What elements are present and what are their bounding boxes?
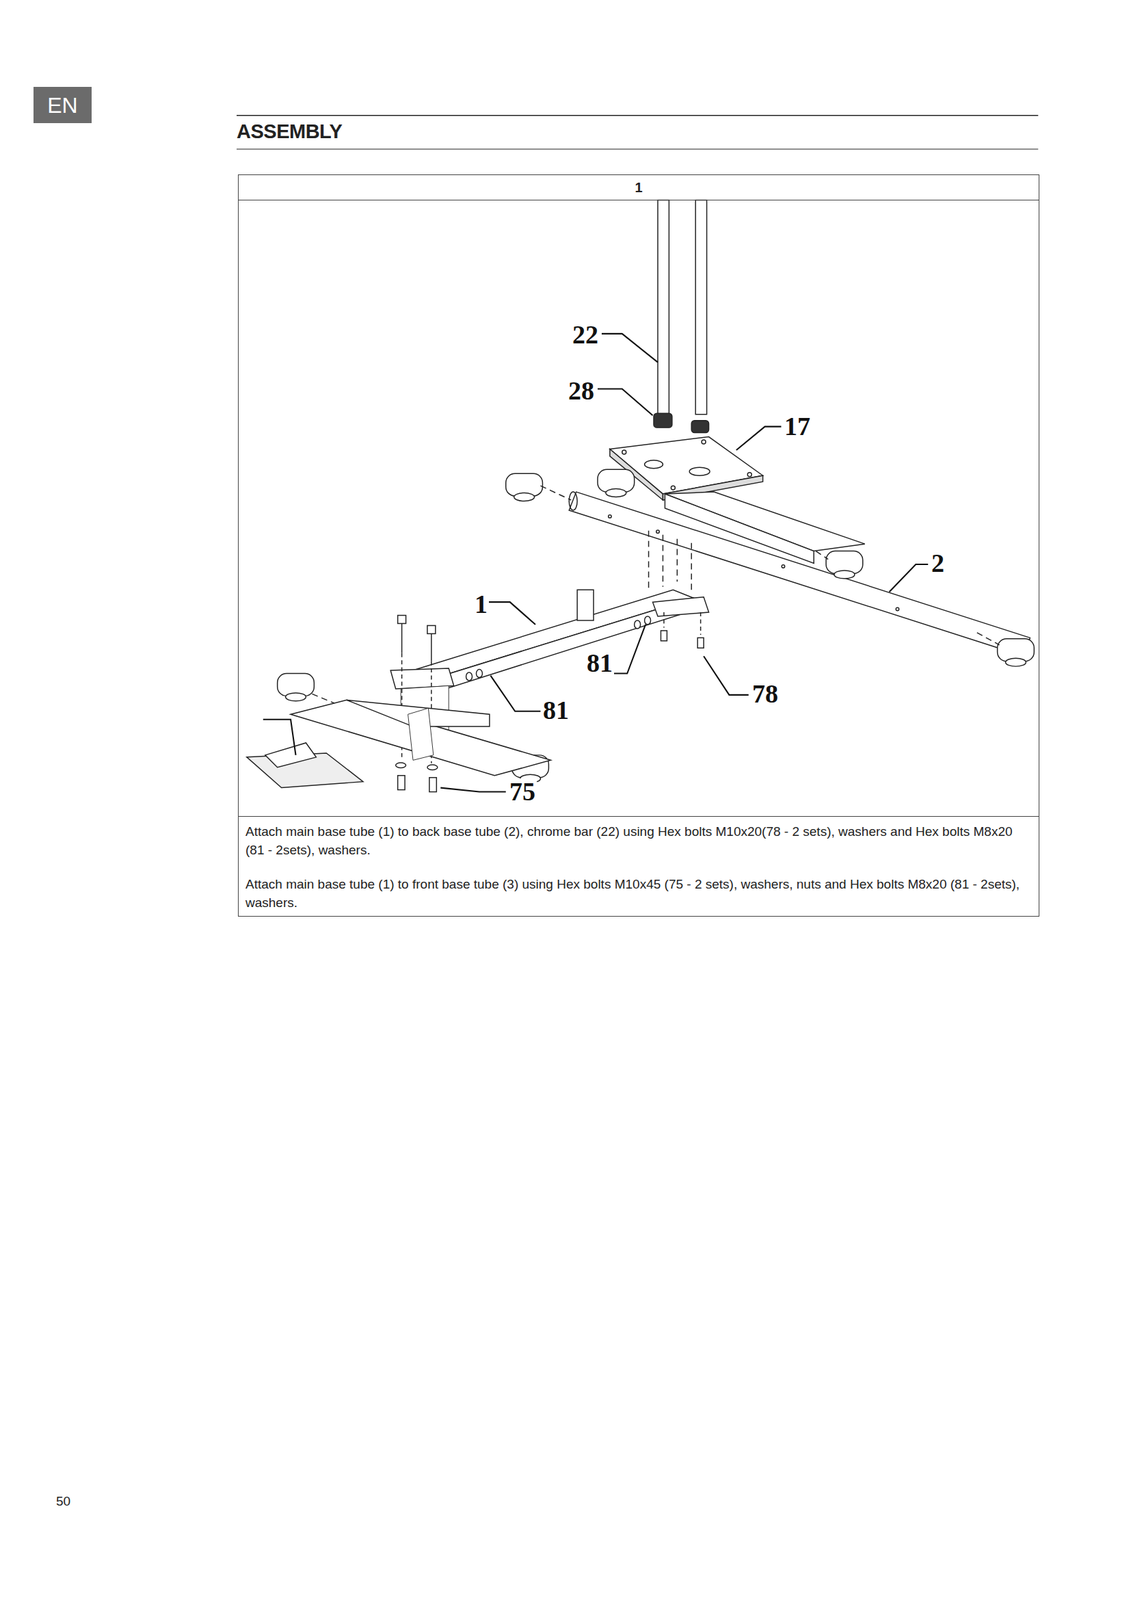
callout-number: 2 xyxy=(929,549,946,576)
callout-number: 81 xyxy=(585,649,615,676)
callout-number: 22 xyxy=(570,321,600,348)
step-table: 1Attach main base tube (1) to back base … xyxy=(237,174,1040,917)
instruction-text: Attach main base tube (1) to front base … xyxy=(245,874,1032,912)
callout-number: 78 xyxy=(750,680,780,707)
badge-text: EN xyxy=(47,94,78,117)
callout-number: 1 xyxy=(473,590,489,617)
callout-number: 81 xyxy=(541,696,571,723)
language-badge: EN xyxy=(33,86,92,124)
callout-number: 17 xyxy=(782,413,812,439)
callout-number: 28 xyxy=(566,377,596,404)
page-number: 50 xyxy=(56,1493,71,1509)
step-caption: Attach main base tube (1) to back base t… xyxy=(238,815,1039,916)
page-title: ASSEMBLY xyxy=(236,120,342,143)
callout-number: 75 xyxy=(508,778,537,805)
step-number: 1 xyxy=(238,175,1039,201)
instruction-text: Attach main base tube (1) to back base t… xyxy=(245,821,1032,859)
